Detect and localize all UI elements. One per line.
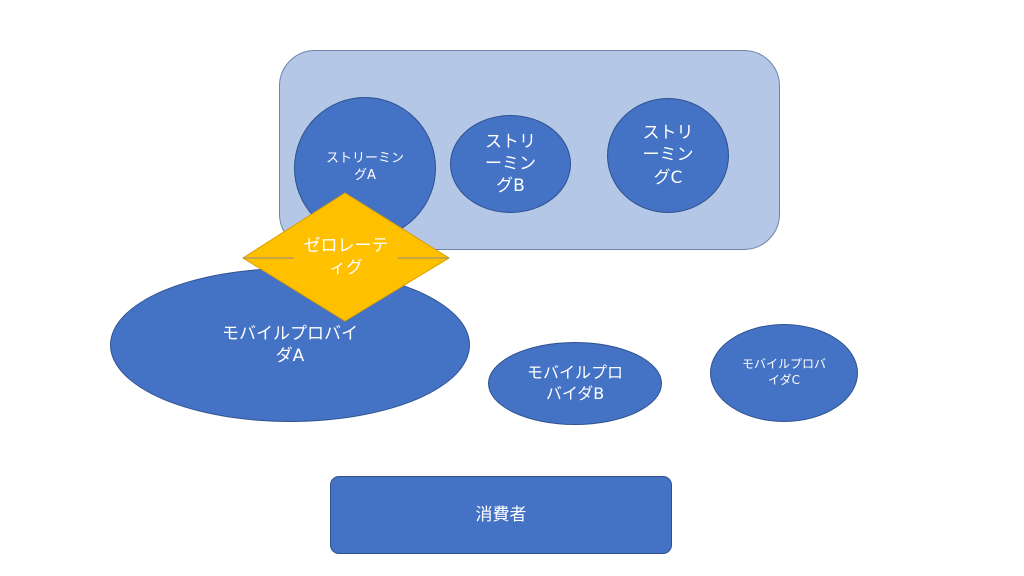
streaming-a-label: ストリーミングA [325, 151, 404, 183]
zero-rating-diamond-shape [242, 192, 450, 322]
streaming-c-label: ストリーミングC [642, 123, 694, 188]
consumer-label: 消費者 [475, 504, 527, 525]
streaming-c-node: ストリーミングC [607, 98, 729, 213]
consumer-node: 消費者 [330, 476, 672, 554]
mobile-provider-c-node: モバイルプロバイダC [710, 324, 858, 422]
zero-rating-label-box: ゼロレーティグ [296, 228, 396, 286]
mobile-provider-a-label: モバイルプロバイダA [222, 323, 358, 366]
zero-rating-label: ゼロレーティグ [303, 235, 389, 278]
mobile-provider-b-node: モバイルプロバイダB [488, 342, 662, 425]
zero-rating-diamond [242, 192, 450, 322]
mobile-provider-b-label: モバイルプロバイダB [527, 362, 624, 403]
mobile-provider-a-node: モバイルプロバイダA [110, 268, 470, 422]
mobile-provider-c-label: モバイルプロバイダC [741, 357, 826, 387]
streaming-b-label: ストリーミングB [485, 131, 536, 197]
streaming-b-node: ストリーミングB [450, 115, 571, 213]
